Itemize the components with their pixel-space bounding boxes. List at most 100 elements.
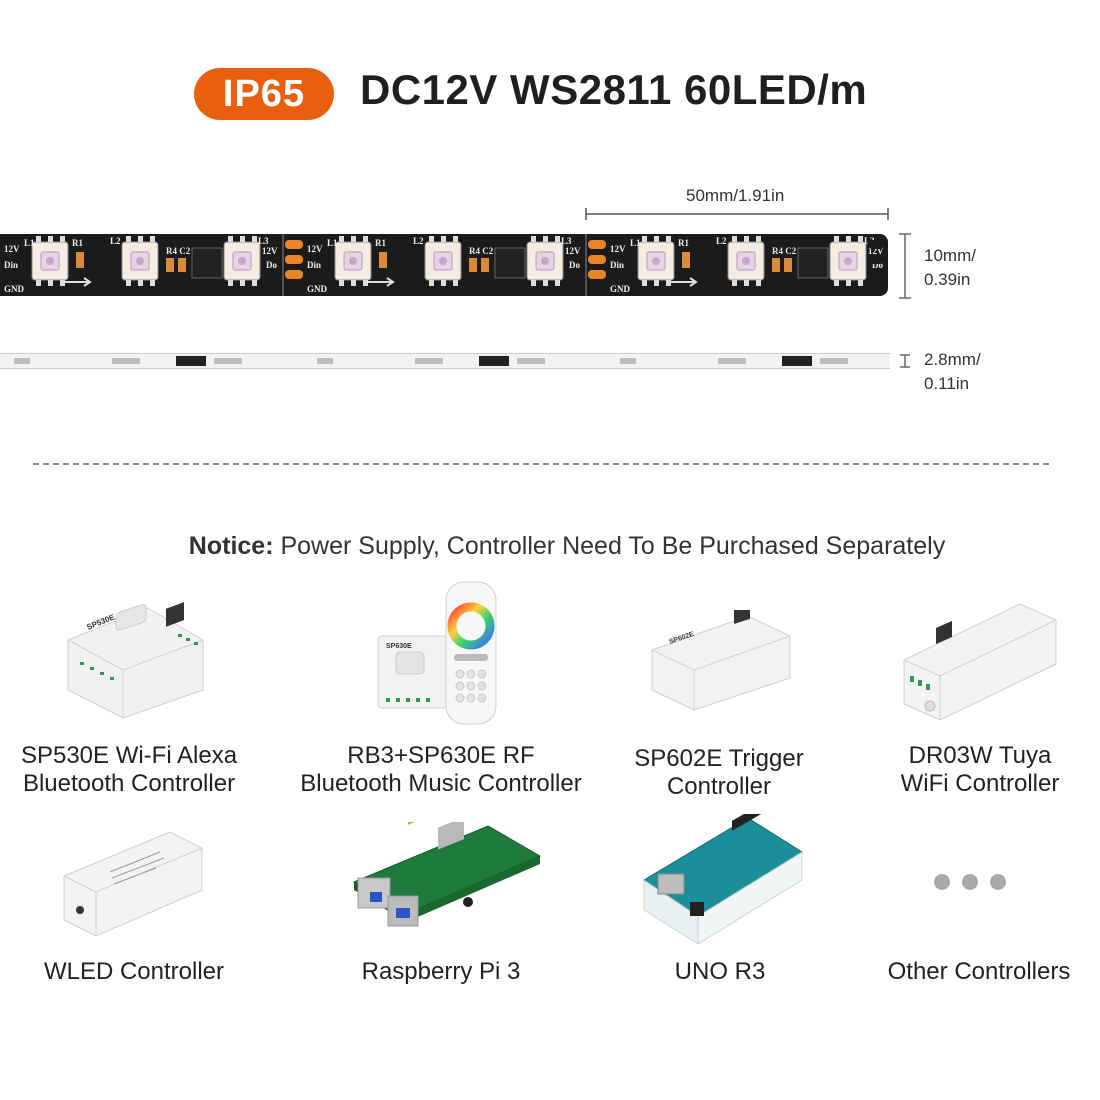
label-gnd: GND [610,284,631,294]
thickness-line-1: 2.8mm/ [924,350,981,369]
more-dots-icon [928,874,1012,895]
label-gnd: GND [307,284,328,294]
width-dimension-label: 10mm/ 0.39in [924,244,976,292]
product-label-other: Other Controllers [868,958,1090,986]
product-label-line-1: RB3+SP630E RF [347,742,535,769]
product-label-line-1: DR03W Tuya [908,742,1052,769]
ws2811-ic [797,247,829,279]
direction-arrow [367,277,395,287]
length-dimension-line [585,208,889,220]
label-do: Do [266,260,277,270]
side-component [820,358,848,364]
product-label-rb3-sp630e: RB3+SP630E RF Bluetooth Music Controller [288,742,594,798]
label-r4-c2: R4 C2 [469,246,494,256]
product-label-raspberry-pi: Raspberry Pi 3 [300,958,582,986]
label-l2: L2 [110,236,121,246]
label-12v: 12V [307,244,323,254]
label-12v: 12V [610,244,626,254]
side-ic [176,356,206,366]
label-r1: R1 [678,238,689,248]
product-label-line-1: SP530E Wi-Fi Alexa [20,742,238,769]
dot [934,874,950,890]
width-dimension-line [899,233,911,299]
label-12v: 12V [262,246,278,256]
resistor [772,258,780,272]
uno-r3-image [643,814,803,945]
label-l2: L2 [716,236,727,246]
solder-pad [285,240,303,249]
raspberry-pi-image [352,822,542,927]
label-gnd: GND [4,284,25,294]
label-din: Din [307,260,321,270]
label-l1: L1 [327,238,338,248]
label-do: Do [872,260,883,270]
led-chip [727,236,765,286]
resistor [379,252,387,268]
side-component [718,358,746,364]
label-l1: L1 [24,238,35,248]
product-label-wled: WLED Controller [0,958,268,986]
solder-pad [285,255,303,264]
led-chip [637,236,675,286]
product-label-dr03w: DR03W Tuya WiFi Controller [860,742,1100,798]
dot [990,874,1006,890]
side-ic [479,356,509,366]
label-r1: R1 [375,238,386,248]
label-l3: L3 [561,236,572,246]
product-label-line-2: Controller [666,773,772,800]
product-label-sp530e: SP530E Wi-Fi Alexa Bluetooth Controller [0,742,258,798]
notice: Notice: Power Supply, Controller Need To… [0,532,1100,561]
solder-pad [285,270,303,279]
label-12v: 12V [868,246,884,256]
product-label-sp602e: SP602E Trigger Controller [600,745,838,801]
thickness-dimension-label: 2.8mm/ 0.11in [924,348,981,396]
product-label-line-1: Raspberry Pi 3 [361,958,521,985]
thickness-line-2: 0.11in [924,374,970,393]
side-component [14,358,30,364]
product-label-line-1: Other Controllers [887,958,1071,985]
led-chip [829,236,867,286]
product-label-line-2: Bluetooth Music Controller [300,770,582,797]
length-dimension-label: 50mm/1.91in [686,186,785,205]
resistor [76,252,84,268]
side-component [620,358,636,364]
product-label-uno-r3: UNO R3 [600,958,840,986]
product-title: DC12V WS2811 60LED/m [360,66,868,113]
label-din: Din [4,260,18,270]
notice-text: Power Supply, Controller Need To Be Purc… [273,532,946,560]
led-chip [334,236,372,286]
direction-arrow [64,277,92,287]
led-chip [121,236,159,286]
resistor [469,258,477,272]
label-r1: R1 [72,238,83,248]
led-chip [223,236,261,286]
ws2811-ic [494,247,526,279]
notice-label: Notice: [188,532,274,560]
side-component [214,358,242,364]
label-12v: 12V [565,246,581,256]
product-label-line-2: Bluetooth Controller [22,770,236,797]
thickness-dimension-line [900,354,910,368]
led-chip [526,236,564,286]
solder-pad [588,255,606,264]
dot [962,874,978,890]
side-component [517,358,545,364]
label-12v: 12V [4,244,20,254]
led-strip-side-view [0,353,890,369]
label-l1: L1 [630,238,641,248]
capacitor [178,258,186,272]
product-label-line-1: UNO R3 [674,958,766,985]
sp530e-controller-image: SP530E [67,602,204,719]
led-chip [424,236,462,286]
ws2811-ic [191,247,223,279]
product-label-line-1: WLED Controller [43,958,225,985]
solder-pad [588,270,606,279]
side-ic [782,356,812,366]
width-line-1: 10mm/ [924,246,976,265]
dr03w-controller-image [903,603,1057,721]
rb3-sp630e-controller-image: SP630E [377,581,497,725]
side-component [317,358,333,364]
side-component [415,358,443,364]
